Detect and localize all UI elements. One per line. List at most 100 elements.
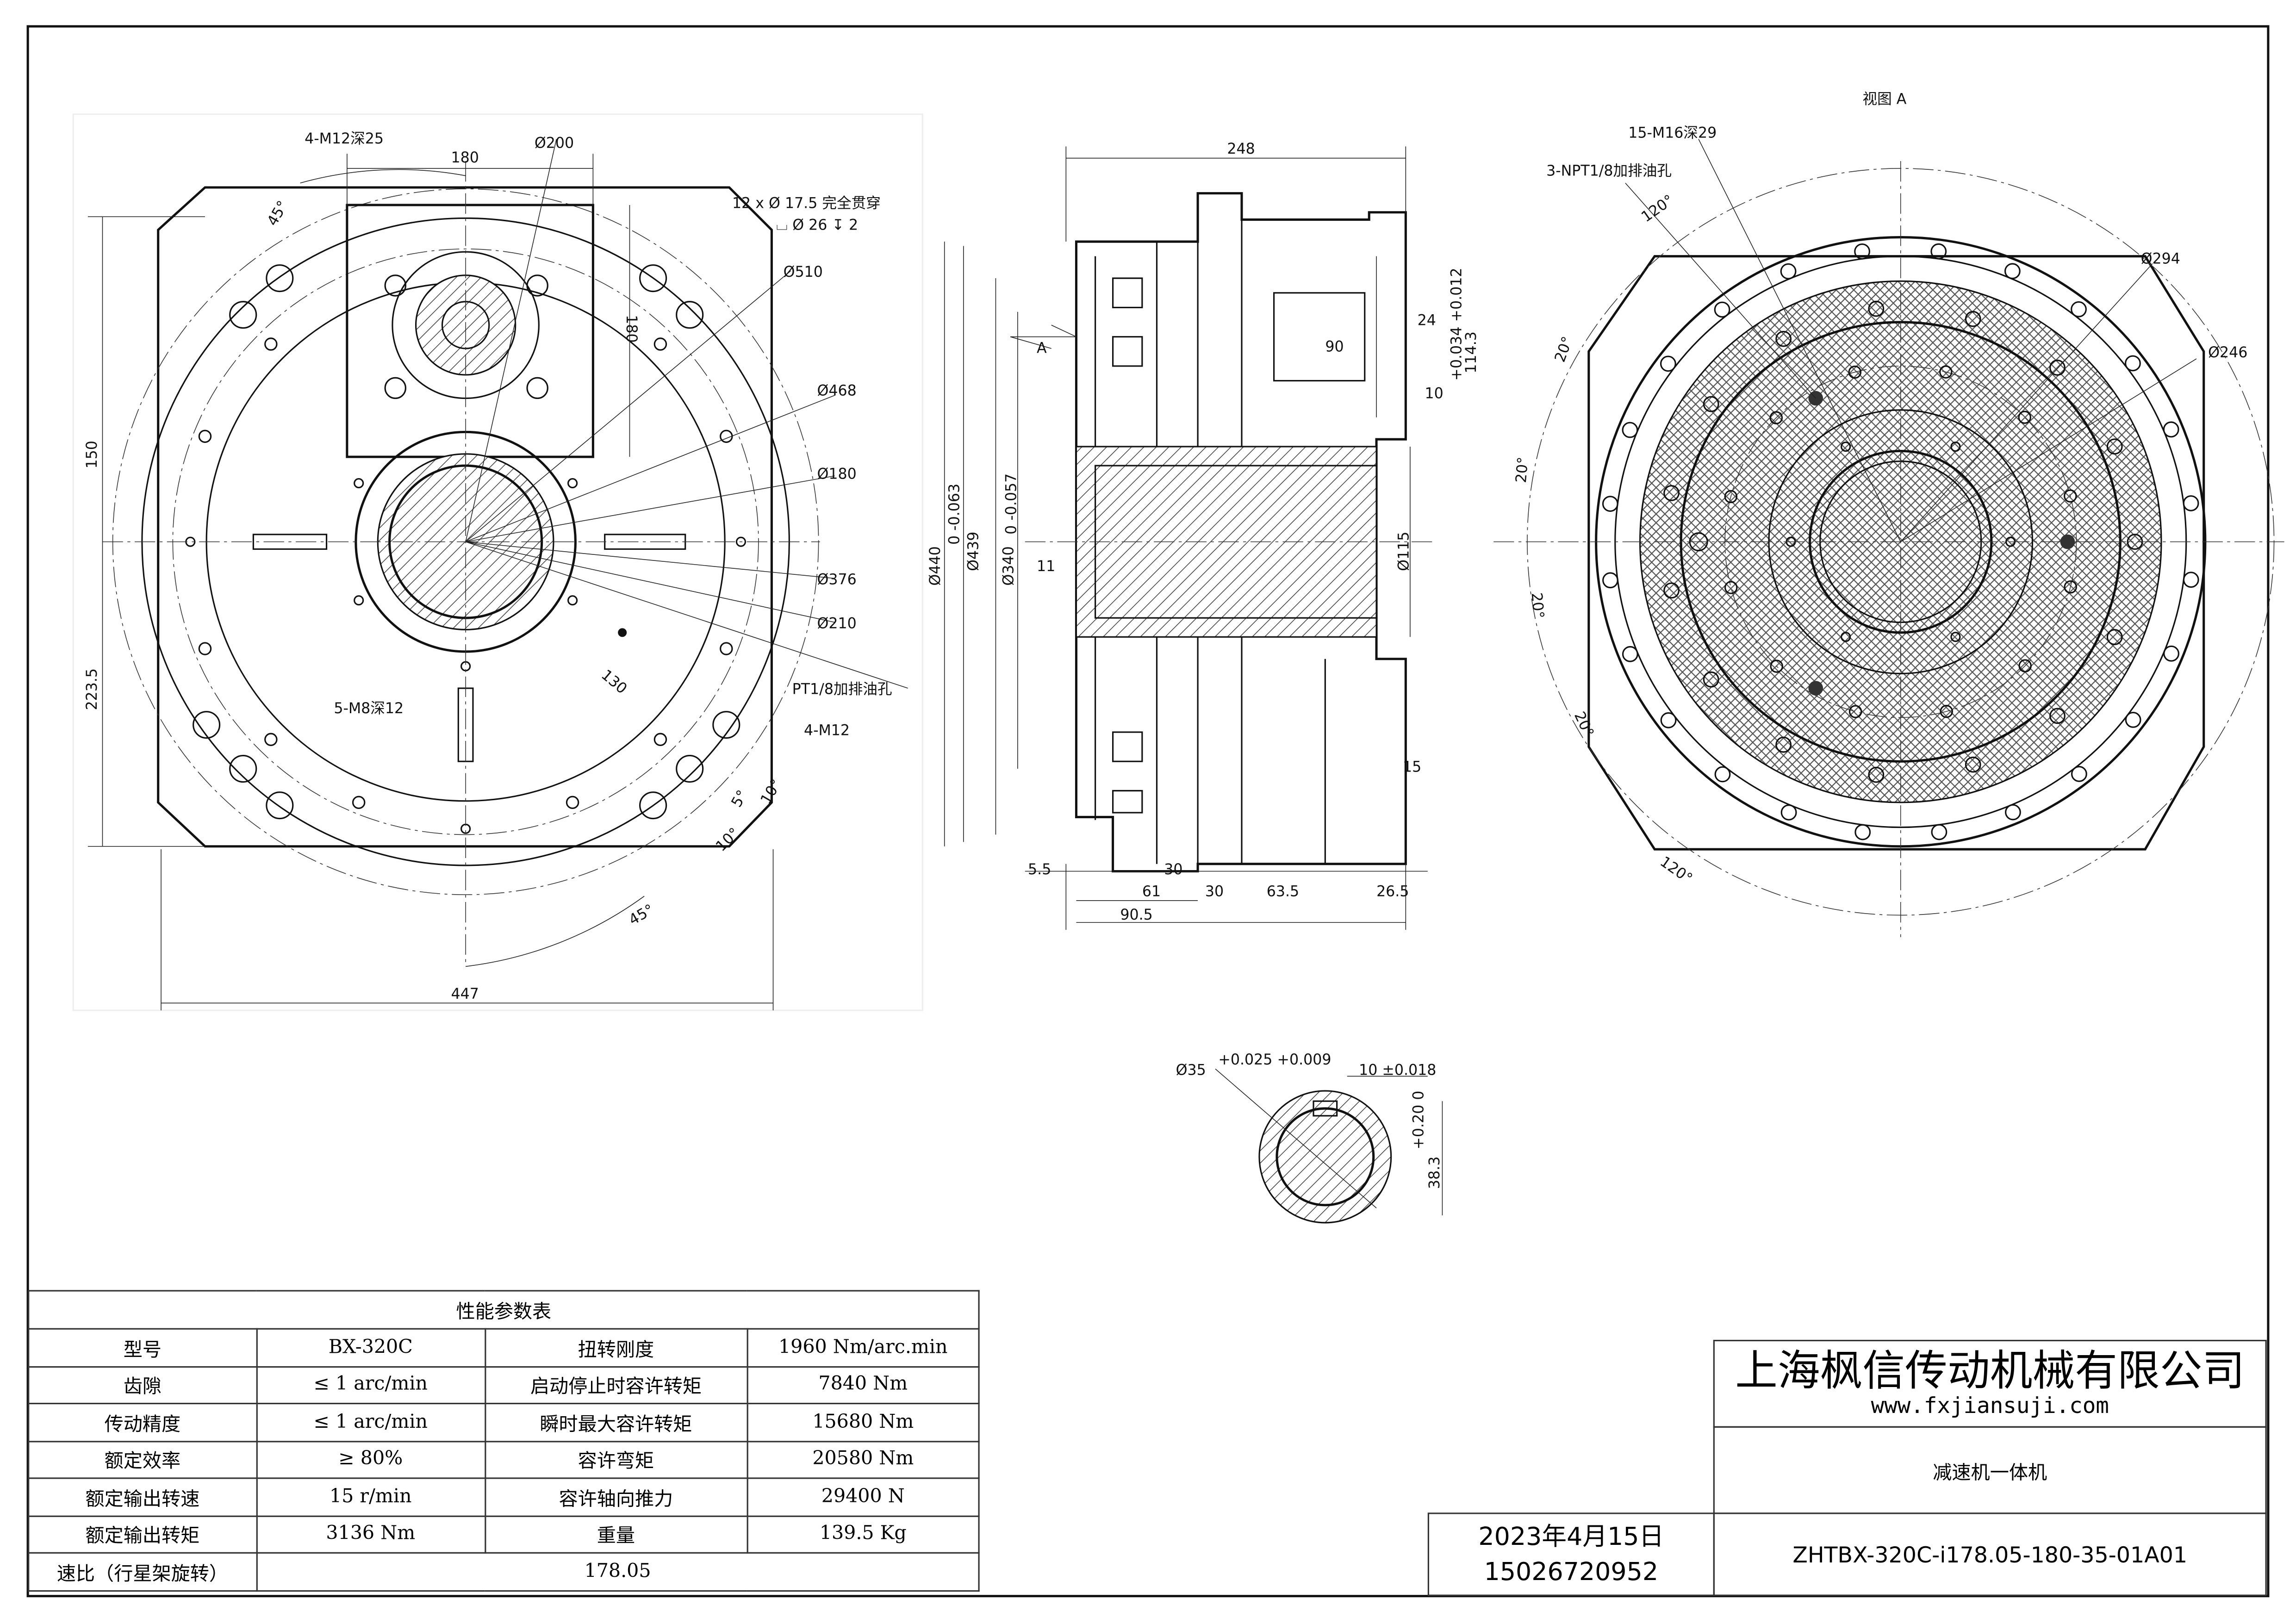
dim-61: 61 <box>1142 883 1161 900</box>
dim-d35-tolerance: +0.025 +0.009 <box>1218 1052 1331 1068</box>
param-label: 额定输出转矩 <box>28 1515 257 1554</box>
dim-130: 130 <box>598 666 630 697</box>
m16-hole <box>1663 485 1680 501</box>
param-value: ≥ 80% <box>255 1440 485 1479</box>
drawing-date: 2023年4月15日 <box>1478 1522 1664 1552</box>
m16-hole <box>2106 629 2123 645</box>
ratio-value: 178.05 <box>255 1552 980 1591</box>
table-title: 性能参数表 <box>28 1290 980 1330</box>
dim-key-width: 10 ±0.018 <box>1359 1062 1436 1078</box>
param-label: 容许轴向推力 <box>484 1477 748 1517</box>
dim-d510: Ø510 <box>784 264 823 280</box>
param-label: 额定输出转速 <box>28 1477 257 1517</box>
dim-90-5: 90.5 <box>1120 907 1152 923</box>
outer-bolt-hole <box>1602 496 1618 512</box>
m16-hole <box>1663 582 1680 599</box>
dim-5-5: 5.5 <box>1028 861 1051 878</box>
inner-hole <box>1724 490 1738 504</box>
outer-bolt-hole <box>1854 243 1870 260</box>
param-value: 3136 Nm <box>255 1515 485 1554</box>
dim-15: 15 <box>1403 759 1421 775</box>
dim-angle-120b: 120° <box>1657 853 1695 887</box>
outer-bolt-hole <box>1931 824 1948 840</box>
dim-114-3: 114.3 <box>1463 331 1480 373</box>
m16-hole <box>2049 360 2066 376</box>
dim-d440-tolerance: 0 -0.063 <box>946 484 963 545</box>
date-phone-block: 2023年4月15日 15026720952 <box>1427 1512 1715 1596</box>
dim-d468: Ø468 <box>817 382 856 399</box>
dim-angle-20d: 20° <box>1571 709 1597 740</box>
outer-bolt-hole <box>1660 355 1676 372</box>
sheet-border <box>26 25 2270 1598</box>
param-value: ≤ 1 arc/min <box>255 1365 485 1405</box>
ratio-label: 速比（行星架旋转） <box>28 1552 257 1591</box>
param-label: 额定效率 <box>28 1440 257 1479</box>
side-view: 248 A Ø440 0 -0.063 Ø439 Ø340 0 -0.057 9… <box>927 141 1480 930</box>
inner-hole <box>2018 411 2031 424</box>
outer-bolt-hole <box>1714 301 1730 318</box>
outer-bolt-hole <box>2163 421 2179 438</box>
dim-30a: 30 <box>1164 861 1182 878</box>
m16-hole <box>1868 766 1885 783</box>
dim-d246: Ø246 <box>2208 344 2247 361</box>
dim-angle-20a: 20° <box>1552 334 1576 364</box>
outer-bolt-hole <box>1930 243 1947 260</box>
dim-38-3-tolerance: +0.20 0 <box>1410 1091 1427 1150</box>
outer-bolt-hole <box>2125 712 2141 728</box>
outer-bolt-hole <box>1660 712 1677 728</box>
dim-d294: Ø294 <box>2141 251 2180 268</box>
dim-d340-tolerance: 0 -0.057 <box>1003 473 1020 535</box>
dim-180-height: 180 <box>623 315 640 342</box>
hub-hole <box>1841 442 1851 452</box>
dim-26-5: 26.5 <box>1376 883 1409 900</box>
m16-hole <box>1965 756 1981 773</box>
inner-hole <box>1724 581 1738 594</box>
dim-d340: Ø340 <box>1000 546 1017 585</box>
contact-phone: 15026720952 <box>1484 1557 1659 1587</box>
dim-d200: Ø200 <box>535 135 574 152</box>
param-value: 139.5 Kg <box>746 1515 980 1554</box>
dim-d35: Ø35 <box>1176 1062 1206 1078</box>
param-value: 1960 Nm/arc.min <box>746 1328 980 1367</box>
outer-bolt-hole <box>1780 263 1797 280</box>
dim-d210: Ø210 <box>817 615 856 632</box>
outer-bolt-hole <box>2004 263 2021 280</box>
dim-holes: 12 x Ø 17.5 完全贯穿 <box>732 195 881 212</box>
param-label: 重量 <box>484 1515 748 1554</box>
dim-10: 10 <box>1425 386 1443 402</box>
inner-hole <box>1939 365 1953 379</box>
company-website: www.fxjiansuji.com <box>1871 1392 2109 1419</box>
dim-angle-10a: 10° <box>713 825 743 855</box>
inner-hole <box>1770 660 1783 673</box>
dim-oil-port: PT1/8加排油孔 <box>792 681 892 698</box>
dim-d440: Ø440 <box>927 546 944 585</box>
param-value: BX-320C <box>255 1328 485 1367</box>
hub-hole <box>1841 632 1851 642</box>
m16-hole <box>1965 311 1981 327</box>
dim-m12: 4-M12 <box>804 722 850 739</box>
dim-90: 90 <box>1325 338 1344 355</box>
dim-counterbore: ⌴ Ø 26 ↧ 2 <box>776 217 858 234</box>
company-block: 上海枫信传动机械有限公司 www.fxjiansuji.com <box>1713 1339 2267 1428</box>
dim-tap-top: 4-M12深25 <box>305 131 384 147</box>
dim-150: 150 <box>84 441 100 468</box>
inner-hole <box>1769 411 1783 424</box>
product-name: 减速机一体机 <box>1713 1426 2267 1514</box>
dim-24: 24 <box>1418 312 1436 329</box>
outer-bolt-hole <box>2125 355 2141 372</box>
dim-m16: 15-M16深29 <box>1628 124 1717 141</box>
inner-hole <box>1848 705 1862 718</box>
outer-bolt-hole <box>1622 646 1638 662</box>
param-label: 型号 <box>28 1328 257 1367</box>
dim-223-5: 223.5 <box>84 668 100 710</box>
drawing-number: ZHTBX-320C-i178.05-180-35-01A01 <box>1713 1512 2267 1596</box>
dim-m8: 5-M8深12 <box>334 700 404 717</box>
dim-180-width: 180 <box>451 149 479 166</box>
view-a: 视图 A 15-M16深29 3-NPT1/8加排油孔 Ø294 Ø246 12… <box>1493 91 2284 937</box>
param-value: 20580 Nm <box>746 1440 980 1479</box>
param-value: 15 r/min <box>255 1477 485 1517</box>
m16-hole <box>1775 330 1792 347</box>
